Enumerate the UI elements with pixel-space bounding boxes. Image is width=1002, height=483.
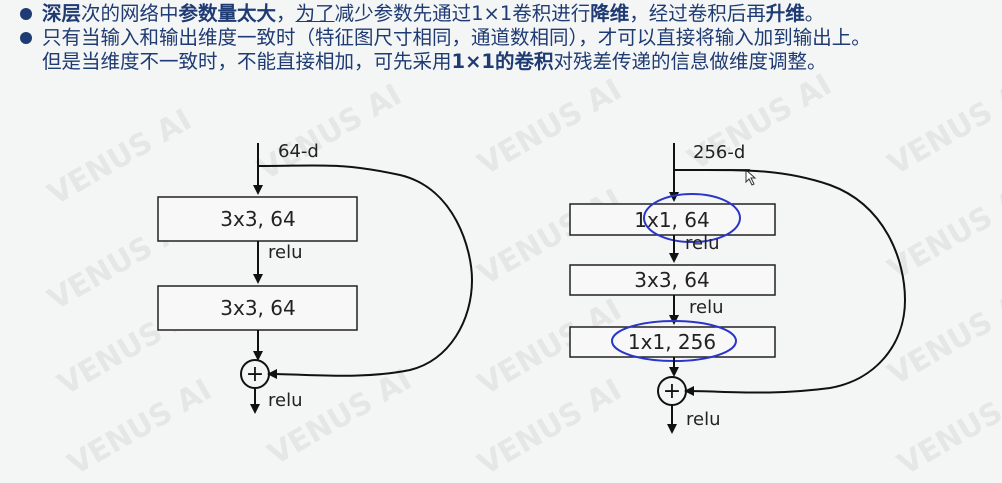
bullet-2-line2-segment: 但是当维度不一致时，不能直接相加，可先采用 [42,50,452,73]
right-layer-label: 3x3, 64 [634,268,709,292]
mouse-cursor-icon [745,168,757,186]
bullet-2-line1: 只有当输入和输出维度一致时（特征图尺寸相同，通道数相同），才可以直接将输入加到输… [42,26,871,49]
left-add-symbol: + [246,362,264,387]
bullet-1-segment: 参数量太大 [178,2,277,25]
bullet-1-segment: 减少参数先通过1×1卷积进行 [334,2,591,25]
annotation-circle [643,193,741,243]
bullet-1-segment: 降维 [590,2,630,25]
right-residual-block: 256-d 1x1, 64 relu 3x3, 64 relu 1x1, 256… [569,142,907,434]
right-layer-label: 1x1, 256 [628,330,716,354]
bullet-1-segment: 升维 [765,2,805,25]
bullet-2-line2-segment: 对残差传递的信息做维度调整。 [553,50,827,73]
bullet-2-line2: 但是当维度不一致时，不能直接相加，可先采用1×1的卷积对残差传递的信息做维度调整… [18,50,993,74]
left-input-label: 64-d [278,141,319,162]
right-skip-connection [673,168,907,397]
bullet-1-segment: ， [276,2,296,25]
left-layer-box [157,196,358,242]
bullet-1-segment: ，经过卷积后再 [629,2,766,25]
bullet-1-segment: 为了 [295,2,335,25]
bullet-dot-icon [20,32,32,44]
left-residual-block: 64-d 3x3, 64 relu 3x3, 64 + relu [157,141,474,414]
left-layer-box [157,285,358,331]
left-layer-label: 3x3, 64 [220,296,295,320]
bullet-list: 深层次的网络中参数量太大，为了减少参数先通过1×1卷积进行降维，经过卷积后再升维… [18,2,993,74]
bullet-2: 只有当输入和输出维度一致时（特征图尺寸相同，通道数相同），才可以直接将输入加到输… [18,26,993,50]
bullet-1-segment: 。 [804,2,825,25]
bullet-1-segment: 次的网络中 [81,2,179,25]
left-relu-label: relu [268,242,303,263]
left-output-relu-label: relu [268,390,303,411]
right-add-symbol: + [663,379,681,404]
right-output-relu-label: relu [686,409,721,430]
bullet-1: 深层次的网络中参数量太大，为了减少参数先通过1×1卷积进行降维，经过卷积后再升维… [18,2,993,26]
right-input-label: 256-d [693,142,745,163]
bullet-dot-icon [20,8,32,20]
left-layer-label: 3x3, 64 [220,207,295,231]
left-skip-connection [257,164,474,380]
bullet-2-line2-segment: 1×1的卷积 [451,50,554,73]
right-layer-box [569,264,776,296]
right-relu-label: relu [685,233,720,254]
right-layer-label: 1x1, 64 [634,208,709,232]
right-layer-box [569,326,776,358]
bullet-1-segment: 深层 [42,2,82,25]
residual-blocks-diagram: 64-d 3x3, 64 relu 3x3, 64 + relu 256-d 1… [157,141,907,434]
right-relu-label: relu [689,297,724,318]
bullet-1-text: 深层次的网络中参数量太大，为了减少参数先通过1×1卷积进行降维，经过卷积后再升维… [42,2,824,25]
